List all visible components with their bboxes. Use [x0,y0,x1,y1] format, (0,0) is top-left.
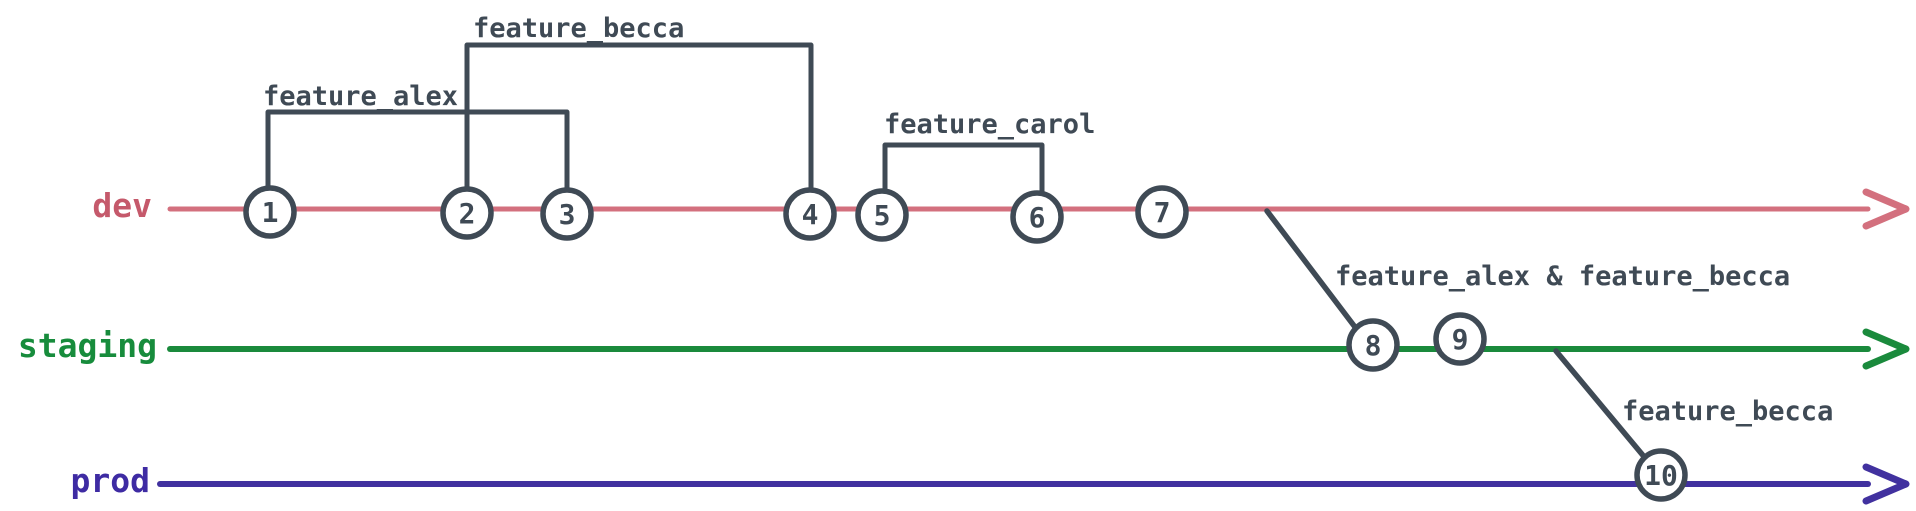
arrow-right-icon [1862,328,1910,370]
merge-label: feature_alex & feature_becca [1335,261,1790,292]
labels-layer: devstagingprodfeature_alexfeature_beccaf… [18,13,1833,500]
commit-number: 8 [1365,329,1382,362]
feature-branch-label: feature_becca [473,13,684,44]
commit-node [1346,318,1400,372]
commit-nodes-layer: 1 2 3 4 5 6 7 8 9 10 [243,185,1688,502]
feature-bracket [464,42,814,192]
commit-node [855,188,909,242]
commit-number: 10 [1644,459,1678,492]
commit-number: 4 [802,198,819,231]
feature-brackets-layer [265,42,1045,195]
commit-node [440,186,494,240]
commit-number: 3 [559,198,576,231]
branch-label-prod: prod [71,461,150,500]
branch-label-staging: staging [18,326,157,365]
commit-node [1634,448,1688,502]
feature-branch-label: feature_alex [263,81,458,112]
merge-line [1264,208,1361,334]
commit-number: 9 [1452,323,1469,356]
feature-branch-label: feature_carol [884,109,1095,140]
arrow-right-icon [1862,463,1910,505]
arrow-right-icon [1862,188,1910,230]
commit-number: 7 [1154,196,1171,229]
commit-number: 2 [459,197,476,230]
commit-number: 5 [874,199,891,232]
commit-node [1135,185,1189,239]
commit-node [243,185,297,239]
merge-lines-layer [1264,208,1649,462]
commit-number: 6 [1029,201,1046,234]
commit-node [1010,190,1064,244]
merge-line [1553,348,1649,462]
feature-bracket [882,142,1045,195]
feature-bracket [265,109,570,192]
merge-label: feature_becca [1622,396,1833,427]
branch-label-dev: dev [92,186,152,225]
commit-node [783,187,837,241]
commit-number: 1 [262,196,279,229]
commit-node [540,187,594,241]
commit-node [1433,312,1487,366]
